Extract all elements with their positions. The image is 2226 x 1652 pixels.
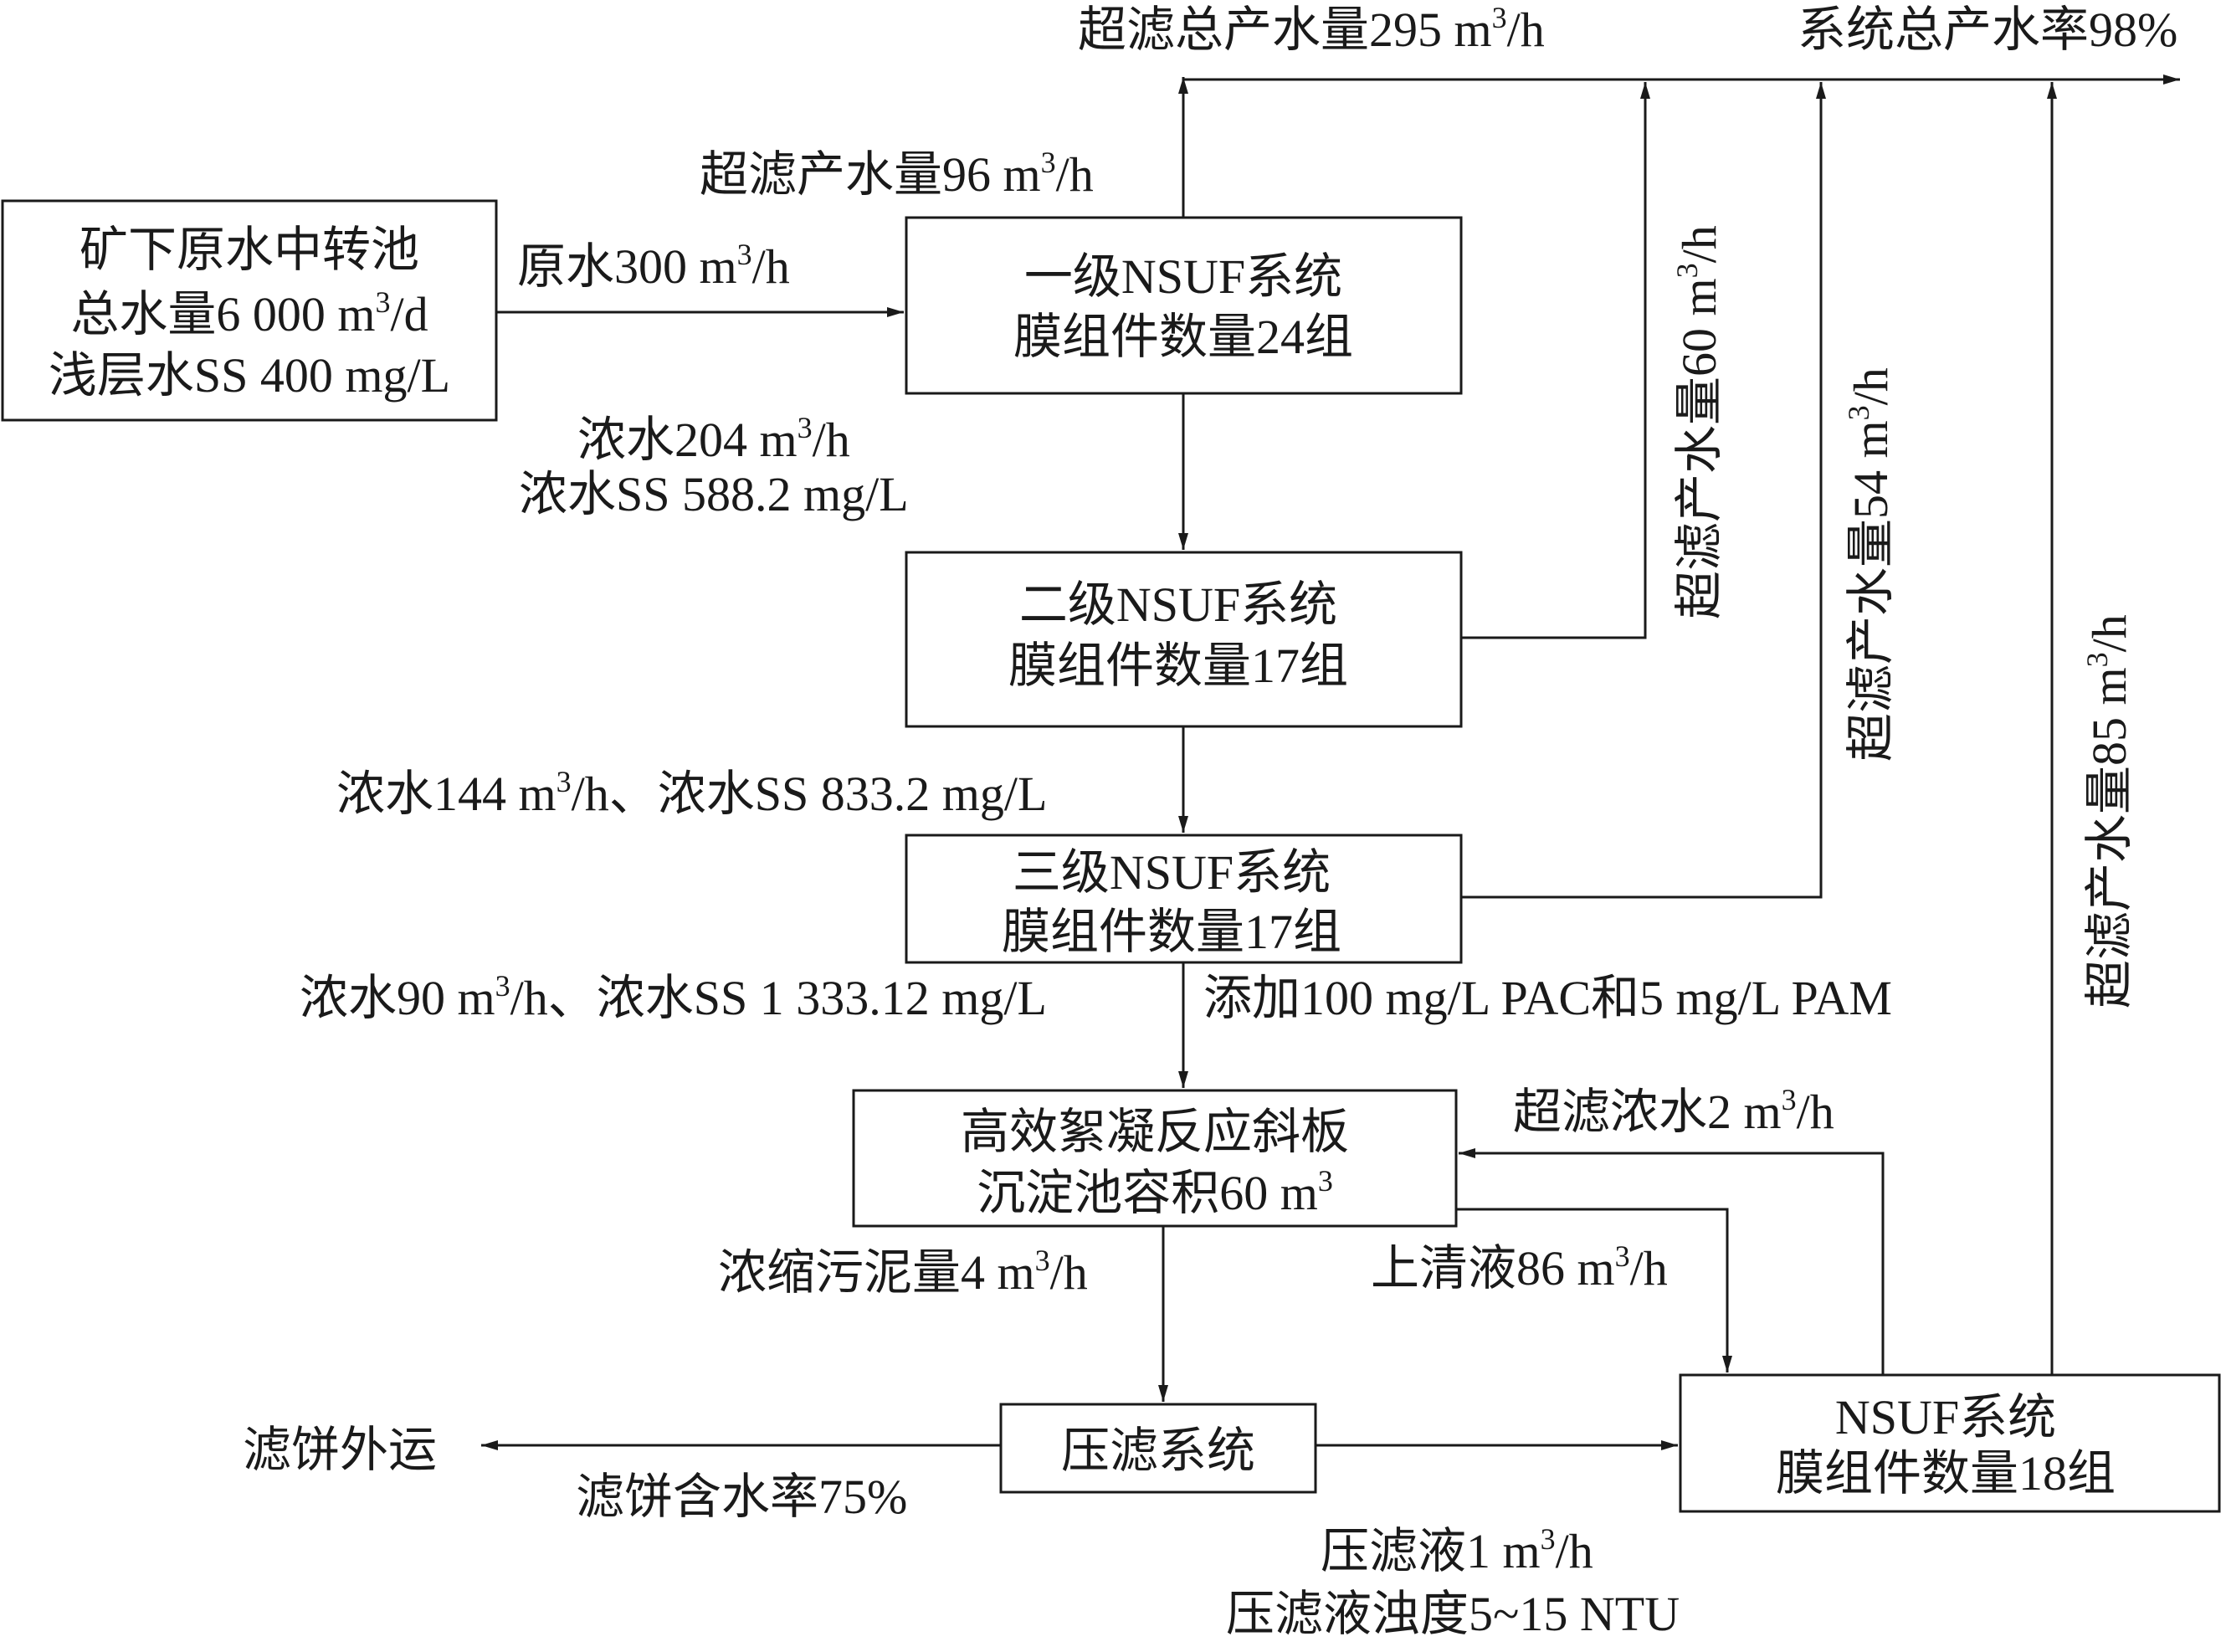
raw-water-flow-label: 原水300 m3/h (517, 238, 790, 294)
nsuf-final-title: NSUF系统 (1835, 1390, 2056, 1444)
nsuf-stage2-modules: 膜组件数量17组 (1008, 639, 1348, 693)
concentrate-1-flow-label: 浓水204 m3/h (577, 411, 850, 467)
mine-tank-total-volume: 总水量6 000 m3/d (70, 285, 428, 341)
mine-raw-water-tank-box: 矿下原水中转池 总水量6 000 m3/d 浅层水SS 400 mg/L (1, 199, 498, 422)
nsuf-stage3-title: 三级NSUF系统 (1013, 845, 1331, 900)
filter-cake-disposal-label: 滤饼外运 (243, 1423, 437, 1477)
concentrate-1-ss-label: 浓水SS 588.2 mg/L (519, 467, 909, 521)
mine-tank-ss: 浅层水SS 400 mg/L (49, 348, 450, 403)
nsuf2-output-arrow (1461, 82, 1650, 639)
nsuf-stage3-modules: 膜组件数量17组 (1002, 905, 1341, 959)
sludge-flow-label: 浓缩污泥量4 m3/h (718, 1244, 1088, 1300)
uf-concentrate-return-label: 超滤浓水2 m3/h (1513, 1083, 1834, 1139)
nsuf-final-box: NSUF系统 膜组件数量18组 (1679, 1373, 2221, 1513)
filter-cake-moisture-label: 滤饼含水率75% (576, 1470, 907, 1524)
flocculation-settler-box: 高效絮凝反应斜板 沉淀池容积60 m3 (852, 1089, 1458, 1228)
nsuf-final-modules: 膜组件数量18组 (1776, 1446, 2116, 1501)
settler-volume: 沉淀池容积60 m3 (977, 1164, 1333, 1220)
nsuf-stage2-box: 二级NSUF系统 膜组件数量17组 (905, 551, 1463, 728)
uf2-output-label: 超滤产水量60 m3/h (1670, 225, 1726, 619)
nsuf3-output-arrow (1461, 82, 1826, 899)
nsuf-stage1-modules: 膜组件数量24组 (1013, 310, 1353, 364)
concentrate-3-label: 浓水90 m3/h、浓水SS 1 333.12 mg/L (300, 969, 1047, 1025)
nsuf-stage2-title: 二级NSUF系统 (1019, 577, 1337, 632)
coagulant-additive-label: 添加100 mg/L PAC和5 mg/L PAM (1203, 971, 1892, 1025)
concentrate-2-label: 浓水144 m3/h、浓水SS 833.2 mg/L (336, 765, 1047, 821)
supernatant-arrow (1456, 1208, 1732, 1372)
uf-concentrate-return-arrow (1459, 1148, 1885, 1375)
uf3-output-label: 超滤产水量54 m3/h (1842, 367, 1898, 762)
nsuf-stage3-box: 三级NSUF系统 膜组件数量17组 (905, 834, 1463, 964)
filter-press-title: 压滤系统 (1061, 1424, 1255, 1478)
filter-press-box: 压滤系统 (999, 1403, 1317, 1494)
uf1-output-label: 超滤产水量96 m3/h (700, 146, 1094, 202)
supernatant-flow-label: 上清液86 m3/h (1371, 1239, 1668, 1295)
nsuf-stage1-box: 一级NSUF系统 膜组件数量24组 (905, 216, 1463, 395)
nsuf-stage1-title: 一级NSUF系统 (1024, 249, 1342, 304)
uf4-output-label: 超滤产水量85 m3/h (2080, 614, 2136, 1008)
filtrate-turbidity-label: 压滤液浊度5~15 NTU (1226, 1587, 1680, 1641)
settler-title: 高效絮凝反应斜板 (961, 1105, 1349, 1159)
system-recovery-rate-label: 系统总产水率98% (1798, 3, 2177, 57)
mine-tank-title: 矿下原水中转池 (80, 223, 419, 277)
filtrate-flow-label: 压滤液1 m3/h (1321, 1522, 1593, 1578)
uf-total-output-label: 超滤总产水量295 m3/h (1078, 1, 1545, 57)
